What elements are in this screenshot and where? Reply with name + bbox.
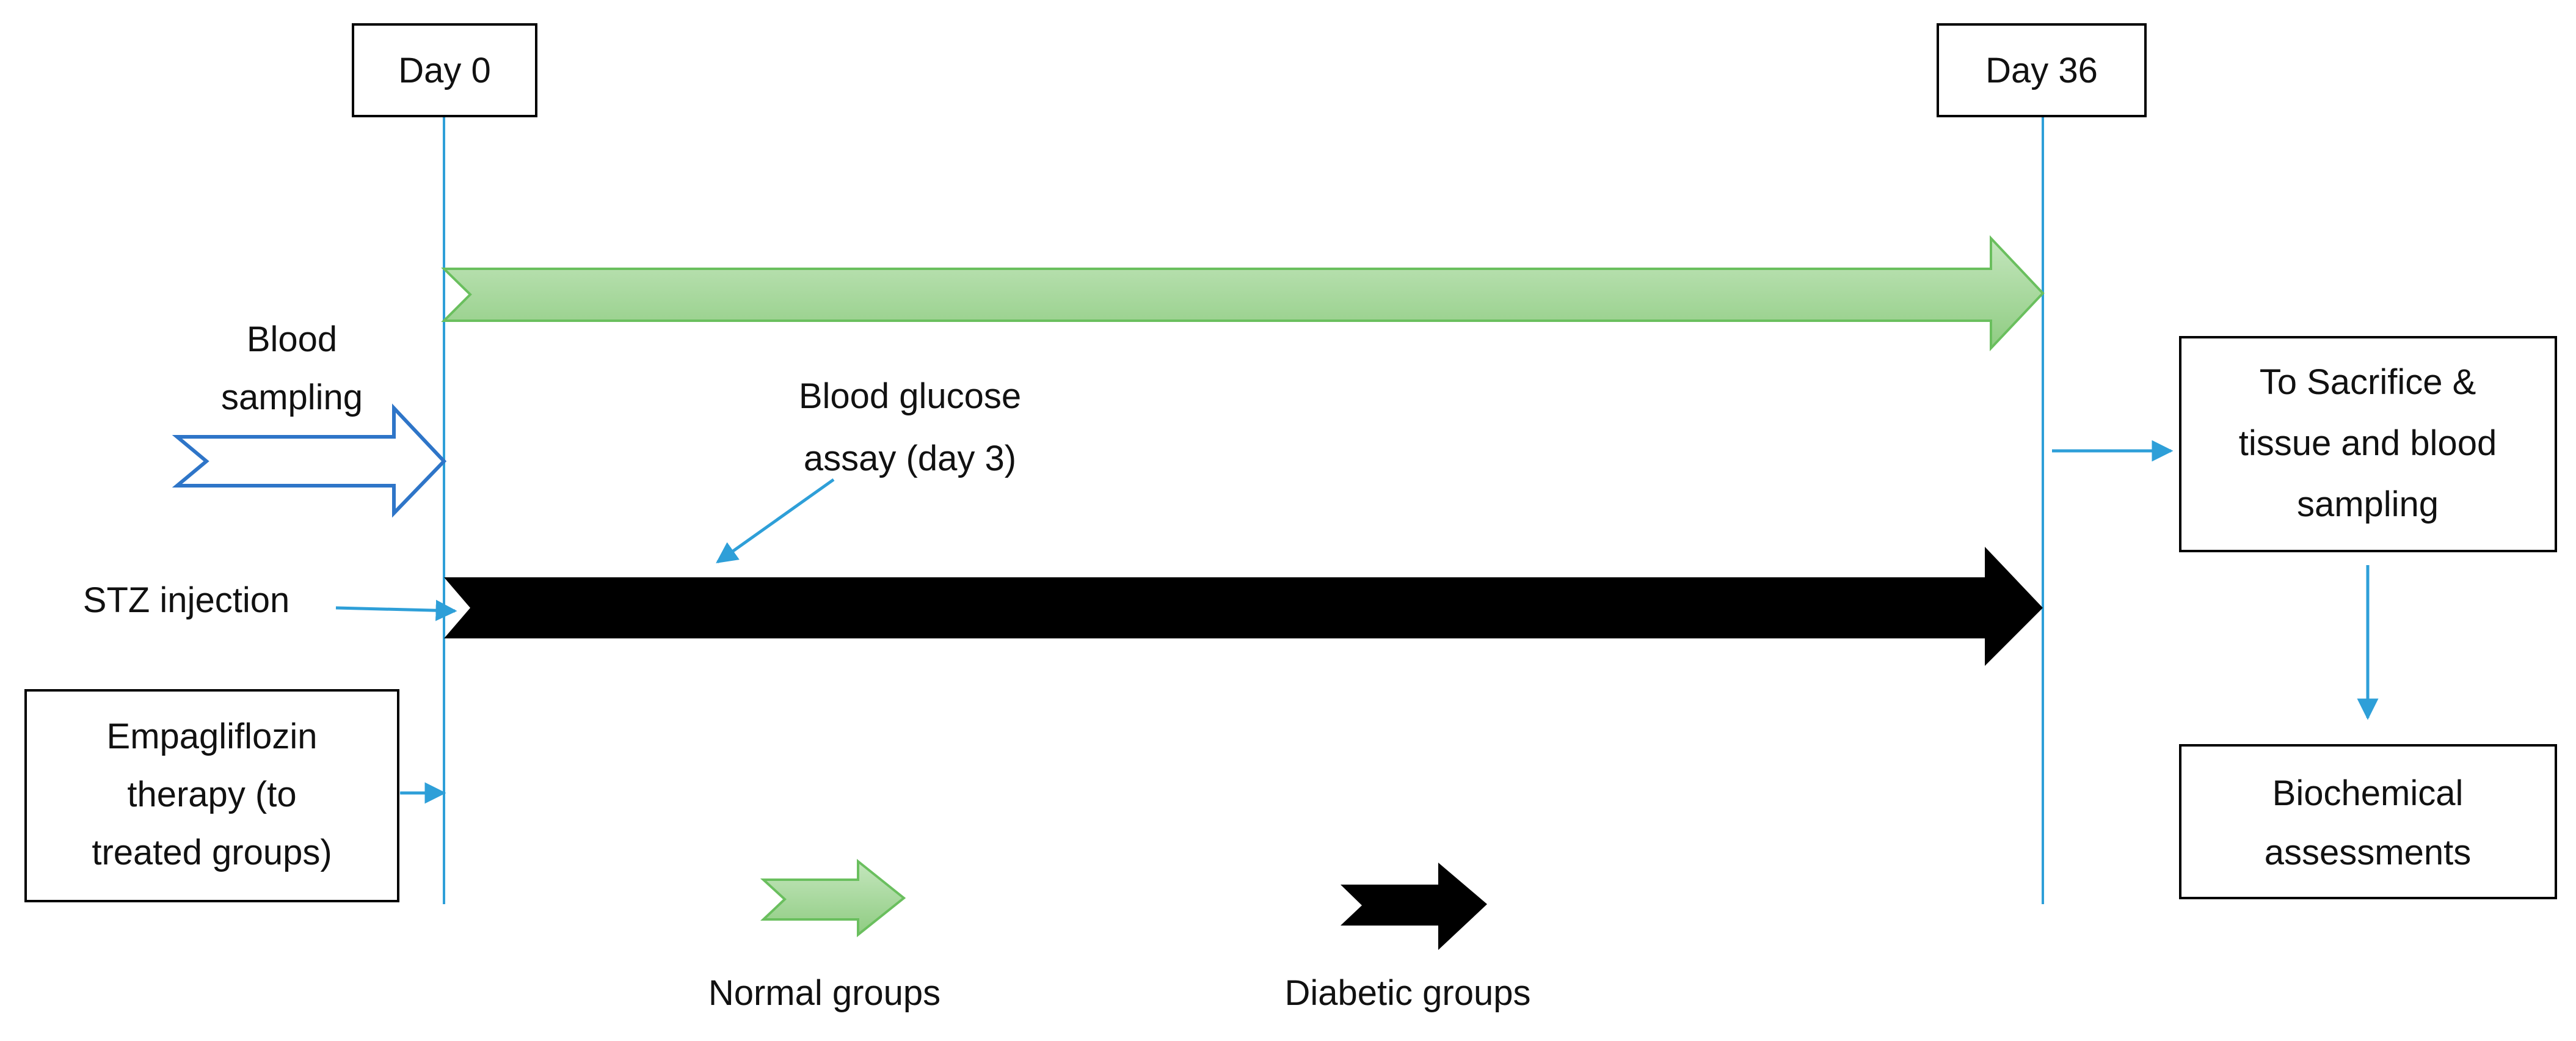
empagliflozin-line1: Empagliflozin [107,717,318,756]
normal-group-arrow [441,235,2045,352]
glucose-assay-line1: Blood glucose [799,376,1021,416]
empagliflozin-box: Empagliflozin therapy (to treated groups… [24,689,399,902]
legend-diabetic-arrow [1341,863,1487,950]
legend-normal-label: Normal groups [708,973,941,1013]
empagliflozin-line3: treated groups) [92,833,332,872]
sacrifice-line3: sampling [2297,484,2439,524]
day0-label-box: Day 0 [352,23,537,117]
sacrifice-line1: To Sacrifice & [2260,362,2476,402]
diabetic-group-arrow [444,547,2043,666]
legend-diabetic-label: Diabetic groups [1285,973,1531,1013]
biochemical-box: Biochemical assessments [2179,744,2557,899]
blood-sampling-arrow [172,403,447,518]
blood-sampling-line1: Blood [247,320,337,359]
glucose-assay-line2: assay (day 3) [804,439,1016,478]
day36-label-box: Day 36 [1937,23,2147,117]
empagliflozin-line2: therapy (to [127,775,296,814]
glucose-assay-pointer [716,478,835,564]
day0-label: Day 0 [398,51,491,90]
stz-injection-pointer [335,599,457,621]
sacrifice-line2: tissue and blood [2239,423,2497,463]
legend-normal-arrow [760,858,906,938]
biochemical-line2: assessments [2265,833,2471,872]
blood-sampling-line2: sampling [221,378,363,417]
sacrifice-box: To Sacrifice & tissue and blood sampling [2179,336,2557,552]
day36-label: Day 36 [1985,51,2098,90]
stz-injection-label: STZ injection [83,580,289,620]
biochemical-line1: Biochemical [2272,773,2464,813]
